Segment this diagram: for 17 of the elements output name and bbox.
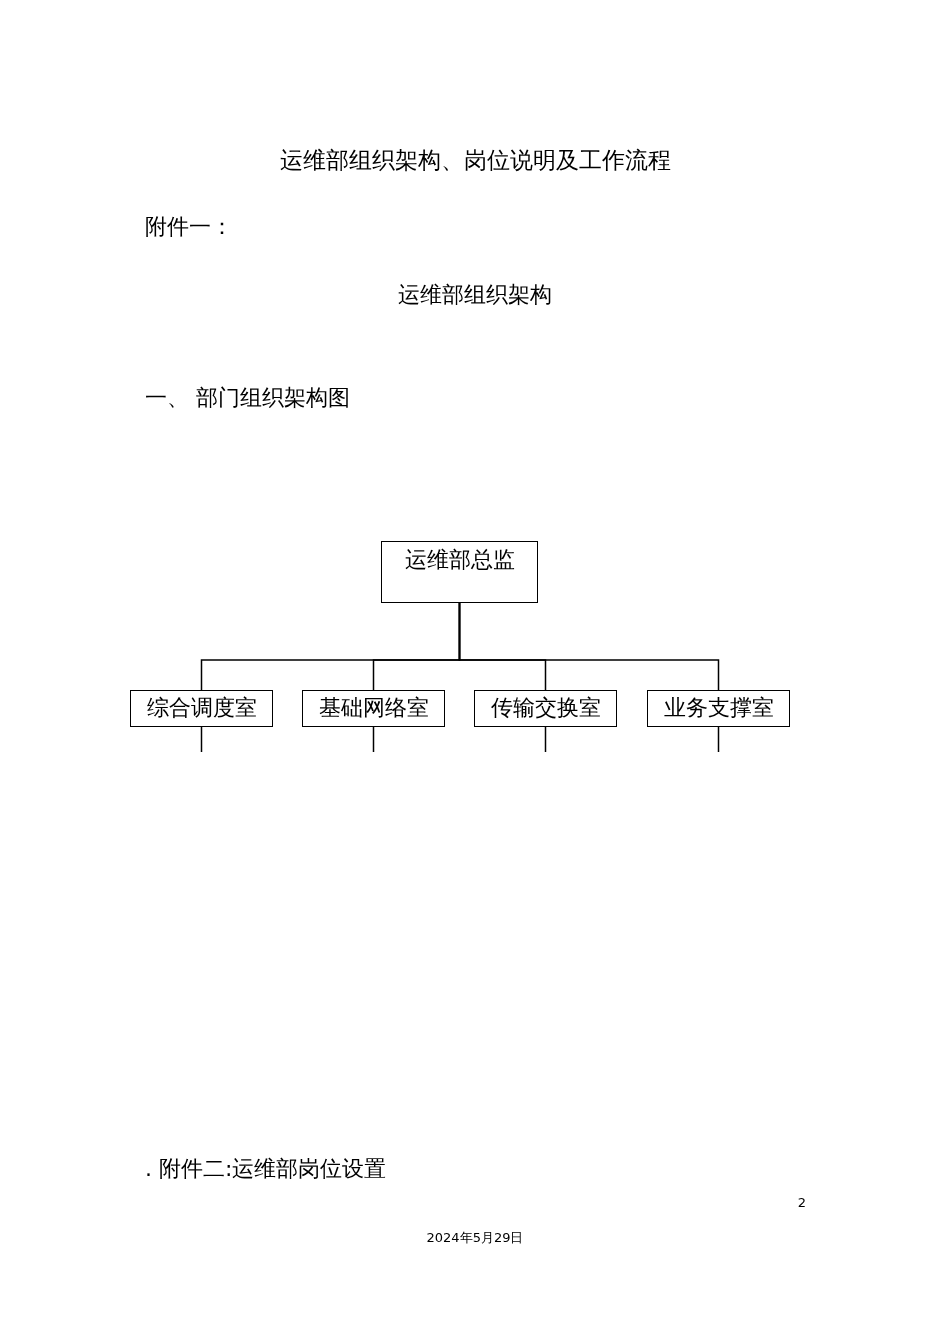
- connector-line: [458, 602, 720, 691]
- date-text: 2024年5月29日: [425, 1229, 525, 1247]
- section-heading: 一、 部门组织架构图: [145, 384, 350, 412]
- page-title: 运维部组织架构、岗位说明及工作流程: [278, 146, 672, 175]
- director-box: 运维部总监: [381, 541, 538, 603]
- page-number: 2: [796, 1195, 806, 1210]
- stub-line: [717, 726, 720, 753]
- chart-heading: 运维部组织架构: [397, 281, 553, 309]
- stub-line: [200, 726, 203, 753]
- office-box: 基础网络室: [302, 690, 445, 727]
- section-heading: . 附件二:运维部岗位设置: [145, 1155, 387, 1183]
- office-box: 传输交换室: [474, 690, 617, 727]
- section-heading: 附件一：: [145, 213, 233, 241]
- office-box: 综合调度室: [130, 690, 273, 727]
- stub-line: [544, 726, 547, 753]
- office-box: 业务支撑室: [647, 690, 790, 727]
- stub-line: [372, 726, 375, 753]
